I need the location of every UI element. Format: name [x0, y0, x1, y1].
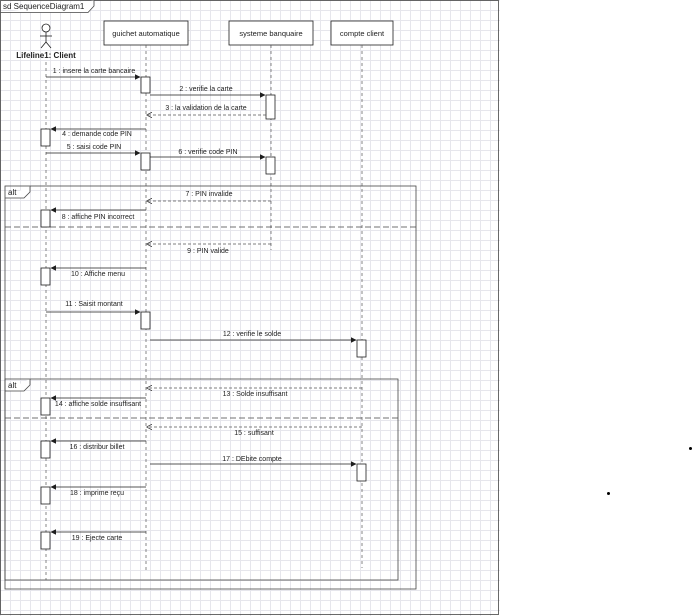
message-3[interactable]: 3 : la validation de la carte	[147, 105, 266, 115]
message-label: 13 : Solde insuffisant	[223, 391, 288, 398]
lifeline-compte[interactable]: compte client	[330, 20, 394, 46]
lifeline-systeme[interactable]: systeme banquaire	[228, 20, 314, 46]
alt-fragment-2: alt	[4, 378, 399, 581]
activation-bars	[40, 76, 367, 550]
message-label: 12 : verifie le solde	[223, 331, 281, 338]
sd-frame-title: sd SequenceDiagram1	[3, 2, 85, 11]
lifeline-head-box	[330, 20, 394, 46]
message-label: 16 : distribur billet	[70, 444, 125, 451]
message-1[interactable]: 1 : insere la carte bancaire	[46, 68, 141, 80]
message-label: 8 : affiche PIN incorrect	[62, 214, 135, 221]
message-11[interactable]: 11 : Saisit montant	[46, 301, 141, 315]
message-label: 5 : saisi code PIN	[67, 144, 121, 151]
message-label: 1 : insere la carte bancaire	[53, 68, 136, 75]
lifeline-systeme-label: systeme banquaire	[239, 29, 302, 38]
activation-bar	[40, 440, 51, 459]
message-label: 10 : Affiche menu	[71, 271, 125, 278]
stray-dot	[607, 492, 610, 495]
message-16[interactable]: 16 : distribur billet	[50, 438, 146, 451]
activation-bar	[265, 94, 276, 120]
lifeline-lines	[45, 45, 363, 580]
message-label: 18 : imprime reçu	[70, 490, 124, 497]
alt-fragment-2-operator: alt	[8, 381, 17, 390]
lifeline-guichet[interactable]: guichet automatique	[103, 20, 189, 46]
message-15[interactable]: 15 : suffisant	[147, 427, 362, 437]
activation-bar	[40, 209, 51, 228]
message-label: 6 : verifie code PIN	[178, 149, 237, 156]
message-4[interactable]: 4 : demande code PIN	[50, 126, 146, 138]
activation-bar	[140, 311, 151, 330]
lifeline-client[interactable]: Lifeline1: Client	[16, 23, 76, 60]
message-2[interactable]: 2 : verifie la carte	[150, 86, 266, 98]
message-label: 9 : PIN valide	[187, 248, 229, 255]
actor-icon	[40, 23, 52, 49]
message-10[interactable]: 10 : Affiche menu	[50, 265, 146, 278]
activation-bar	[40, 486, 51, 505]
diagram-canvas: sd SequenceDiagram1 Lifeline1: Client gu…	[0, 0, 500, 616]
message-14[interactable]: 14 : affiche solde insuffisant	[50, 395, 146, 408]
stray-dot	[689, 447, 692, 450]
lifeline-head-box	[228, 20, 314, 46]
message-label: 19 : Ejecte carte	[72, 535, 123, 542]
message-label: 2 : verifie la carte	[179, 86, 232, 93]
message-7[interactable]: 7 : PIN invalide	[147, 191, 271, 201]
message-label: 3 : la validation de la carte	[165, 105, 246, 112]
message-19[interactable]: 19 : Ejecte carte	[50, 529, 146, 542]
message-label: 4 : demande code PIN	[62, 131, 132, 138]
activation-bar	[140, 76, 151, 94]
alt-fragment-1: alt	[4, 185, 417, 590]
sequence-diagram: sd SequenceDiagram1 Lifeline1: Client gu…	[0, 0, 499, 615]
activation-bar	[265, 156, 276, 175]
activation-bar	[356, 463, 367, 482]
message-13[interactable]: 13 : Solde insuffisant	[147, 388, 362, 398]
message-label: 17 : DEbite compte	[222, 456, 282, 463]
alt-fragment-1-operator: alt	[8, 188, 17, 197]
message-label: 7 : PIN invalide	[185, 191, 232, 198]
message-label: 15 : suffisant	[234, 430, 274, 437]
message-17[interactable]: 17 : DEbite compte	[150, 456, 357, 467]
message-12[interactable]: 12 : verifie le solde	[150, 331, 357, 343]
activation-bar	[40, 128, 51, 147]
message-6[interactable]: 6 : verifie code PIN	[150, 149, 266, 160]
activation-bar	[356, 339, 367, 358]
lifeline-client-label: Lifeline1: Client	[16, 51, 76, 60]
activation-bar	[40, 267, 51, 286]
lifeline-guichet-label: guichet automatique	[112, 29, 180, 38]
message-5[interactable]: 5 : saisi code PIN	[46, 144, 141, 156]
message-label: 11 : Saisit montant	[65, 301, 123, 308]
message-9[interactable]: 9 : PIN valide	[147, 244, 271, 255]
message-8[interactable]: 8 : affiche PIN incorrect	[50, 207, 146, 221]
activation-bar	[140, 152, 151, 171]
message-18[interactable]: 18 : imprime reçu	[50, 484, 146, 497]
activation-bar	[40, 397, 51, 416]
activation-bar	[40, 531, 51, 550]
lifeline-compte-label: compte client	[340, 29, 385, 38]
message-label: 14 : affiche solde insuffisant	[55, 401, 141, 408]
sd-frame: sd SequenceDiagram1	[0, 0, 499, 615]
